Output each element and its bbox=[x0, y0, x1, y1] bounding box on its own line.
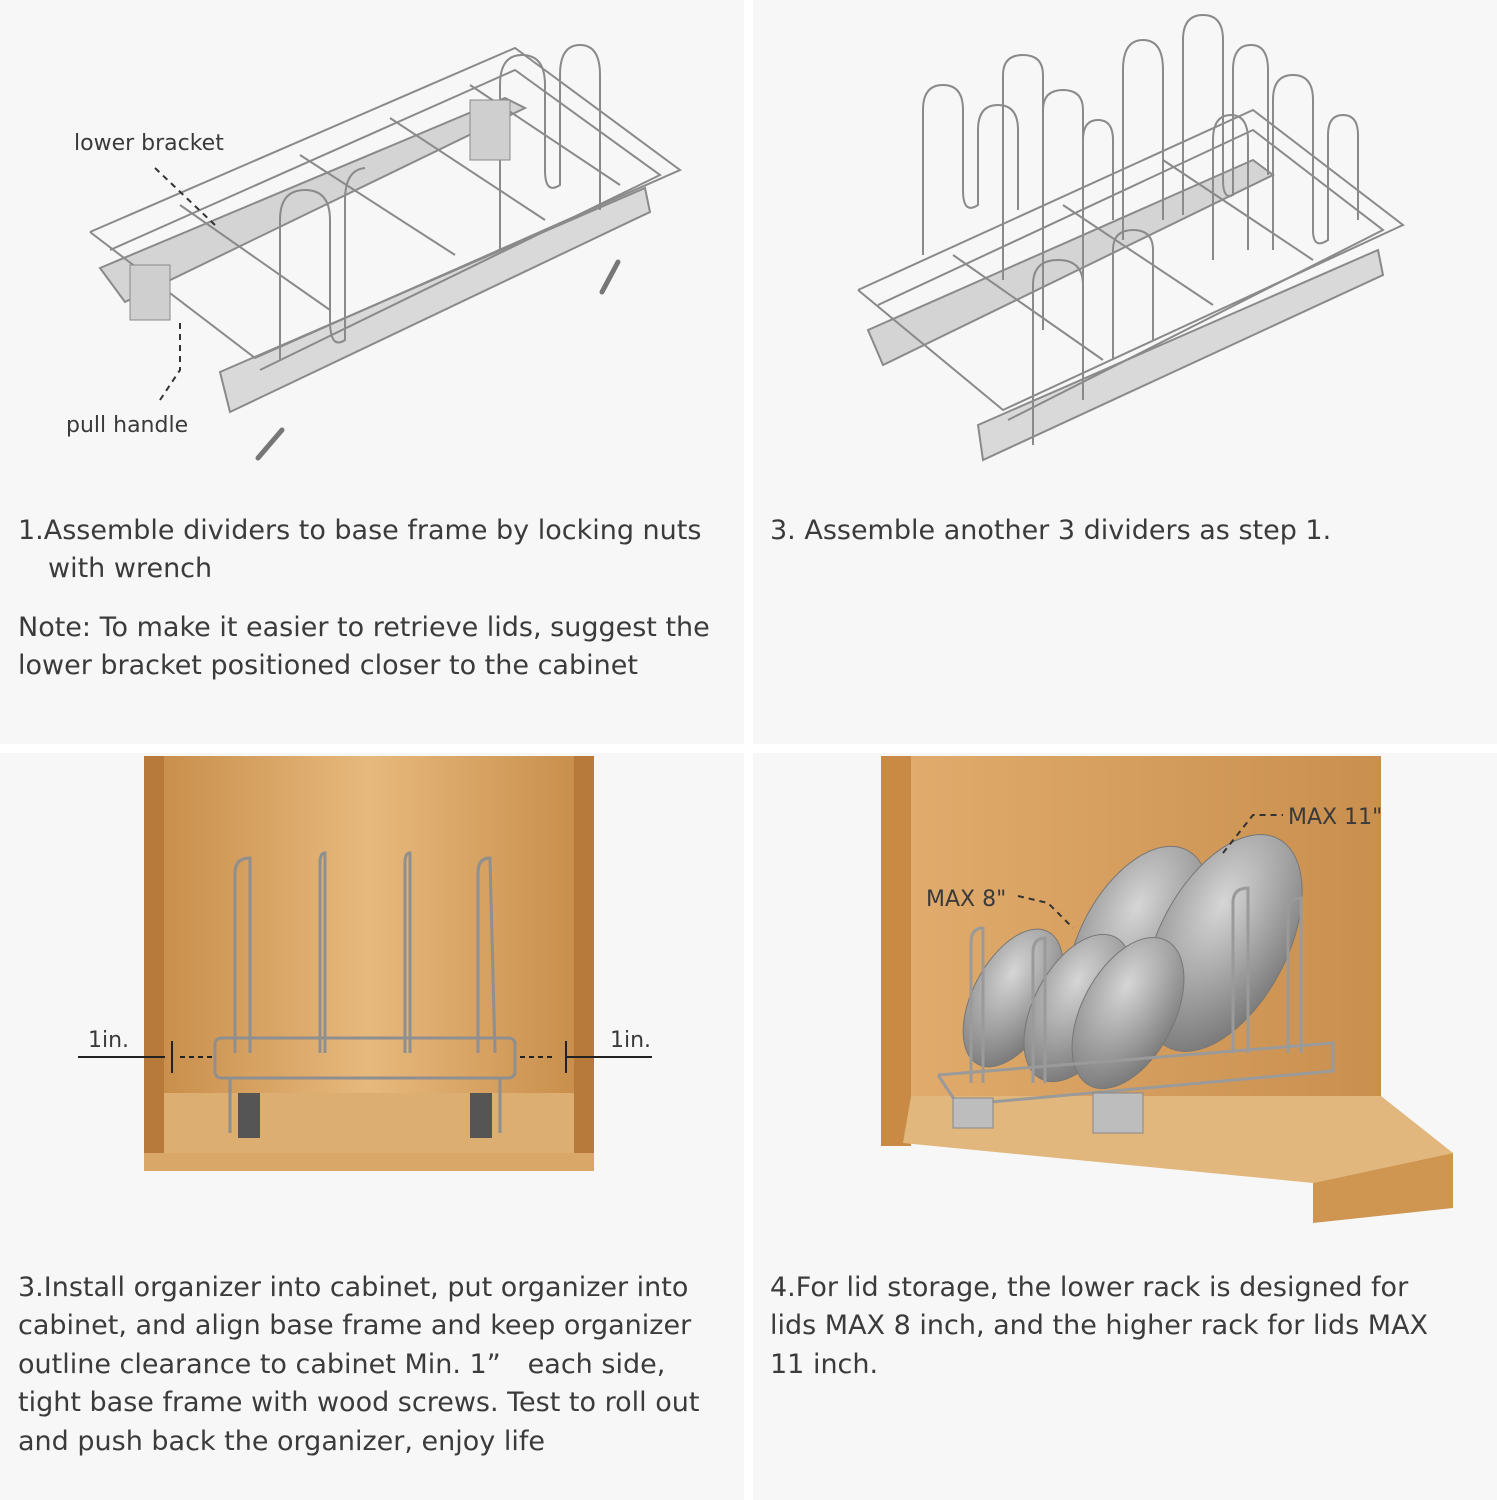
step-1-panel: lower bracket pull handle 1.Assemble div… bbox=[0, 0, 744, 744]
step-install-panel: 1in. 1in. 3.Install organizer into cabin… bbox=[0, 753, 744, 1500]
base-frame-with-dividers-illustration: lower bracket pull handle bbox=[66, 43, 682, 461]
lids-in-cabinet-illustration: MAX 11" MAX 8" bbox=[881, 756, 1453, 1223]
left-clearance-label: 1in. bbox=[88, 1028, 129, 1053]
max-8-label: MAX 8" bbox=[926, 887, 1006, 912]
right-clearance-label: 1in. bbox=[610, 1028, 651, 1053]
frame-with-six-dividers-illustration bbox=[857, 13, 1405, 462]
pull-handle-label: pull handle bbox=[66, 413, 188, 438]
lid-storage-line-3: 11 inch. bbox=[770, 1349, 879, 1380]
lid-storage-panel: MAX 11" MAX 8" 4.For lid storage, the lo… bbox=[753, 753, 1497, 1500]
max-11-label: MAX 11" bbox=[1288, 805, 1382, 830]
step-1-instruction-cont: with wrench bbox=[48, 553, 213, 584]
lower-bracket-label: lower bracket bbox=[74, 131, 224, 156]
install-instruction-line-3: outline clearance to cabinet Min. 1” eac… bbox=[18, 1349, 666, 1380]
install-instruction-line-1: 3.Install organizer into cabinet, put or… bbox=[18, 1272, 689, 1303]
wrench-icon bbox=[255, 259, 621, 461]
step-3-dividers-panel: 3. Assemble another 3 dividers as step 1… bbox=[753, 0, 1497, 744]
lid-storage-line-2: lids MAX 8 inch, and the higher rack for… bbox=[770, 1310, 1429, 1341]
organizer-in-cabinet-front-illustration: 1in. 1in. bbox=[78, 756, 652, 1171]
step-3-instruction: 3. Assemble another 3 dividers as step 1… bbox=[770, 515, 1332, 546]
lid-storage-line-1: 4.For lid storage, the lower rack is des… bbox=[770, 1272, 1409, 1303]
step-1-instruction: 1.Assemble dividers to base frame by loc… bbox=[18, 515, 702, 546]
step-1-note-cont: lower bracket positioned closer to the c… bbox=[18, 650, 638, 681]
install-instruction-line-4: tight base frame with wood screws. Test … bbox=[18, 1387, 700, 1418]
install-instruction-line-2: cabinet, and align base frame and keep o… bbox=[18, 1310, 692, 1341]
install-instruction-line-5: and push back the organizer, enjoy life bbox=[18, 1426, 545, 1457]
step-1-note: Note: To make it easier to retrieve lids… bbox=[18, 612, 710, 643]
